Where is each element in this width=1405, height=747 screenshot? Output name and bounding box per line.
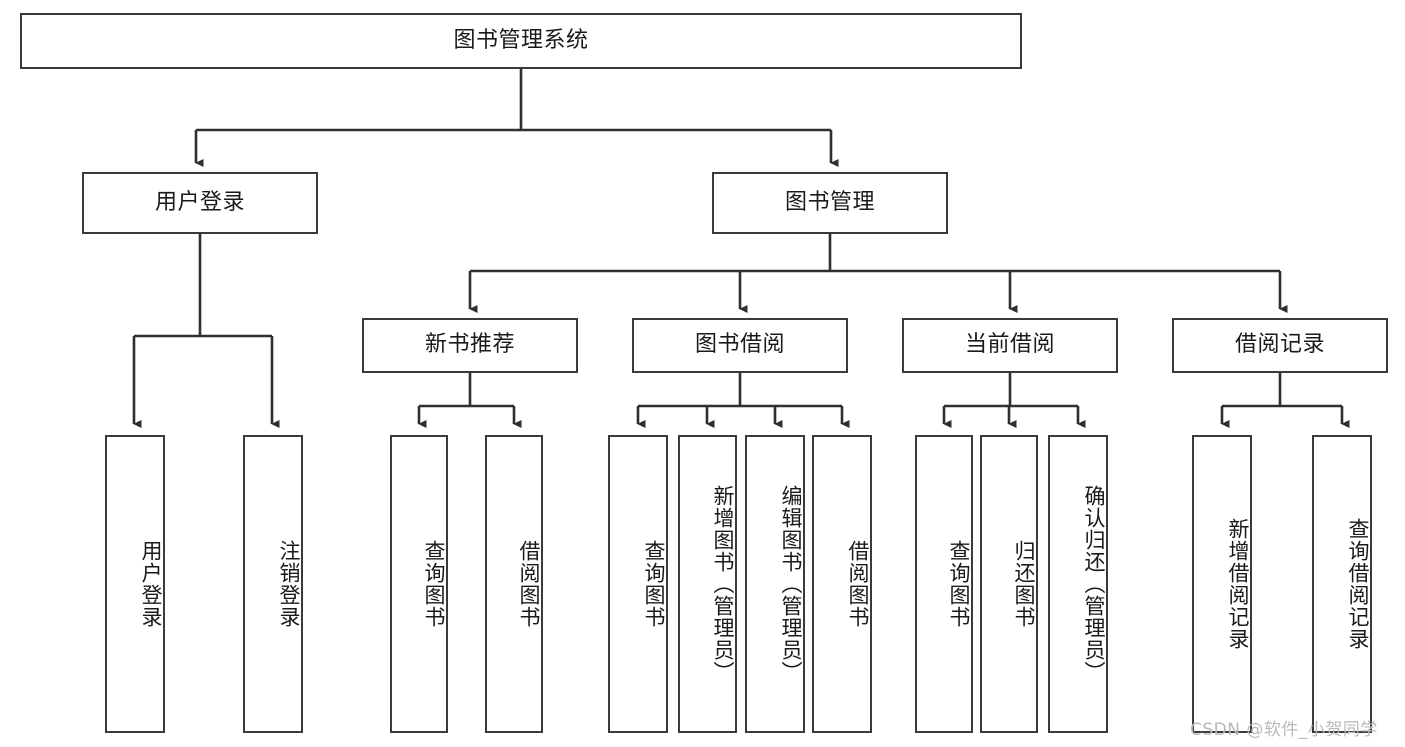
leaf-user-logout[interactable]: 注销登录 [243,435,303,733]
csdn-watermark: CSDN @软件_小贺同学 [1190,720,1378,740]
node-borrow-record[interactable]: 借阅记录 [1172,318,1388,373]
leaf-borrow-edit-book[interactable]: 编辑图书（管理员） [745,435,805,733]
leaf-current-return-book[interactable]: 归还图书 [980,435,1038,733]
node-user-login-module[interactable]: 用户登录 [82,172,318,234]
node-root[interactable]: 图书管理系统 [20,13,1022,69]
leaf-borrow-borrow-book[interactable]: 借阅图书 [812,435,872,733]
leaf-user-login[interactable]: 用户登录 [105,435,165,733]
leaf-new-borrow-book[interactable]: 借阅图书 [485,435,543,733]
leaf-borrow-add-book[interactable]: 新增图书（管理员） [678,435,737,733]
leaf-borrow-query-book[interactable]: 查询图书 [608,435,668,733]
leaf-current-query-book[interactable]: 查询图书 [915,435,973,733]
leaf-new-query-book[interactable]: 查询图书 [390,435,448,733]
leaf-current-confirm-return[interactable]: 确认归还（管理员） [1048,435,1108,733]
node-book-management-module[interactable]: 图书管理 [712,172,948,234]
leaf-record-add[interactable]: 新增借阅记录 [1192,435,1252,733]
leaf-record-query[interactable]: 查询借阅记录 [1312,435,1372,733]
node-book-borrow[interactable]: 图书借阅 [632,318,848,373]
node-new-book-recommend[interactable]: 新书推荐 [362,318,578,373]
node-current-borrow[interactable]: 当前借阅 [902,318,1118,373]
